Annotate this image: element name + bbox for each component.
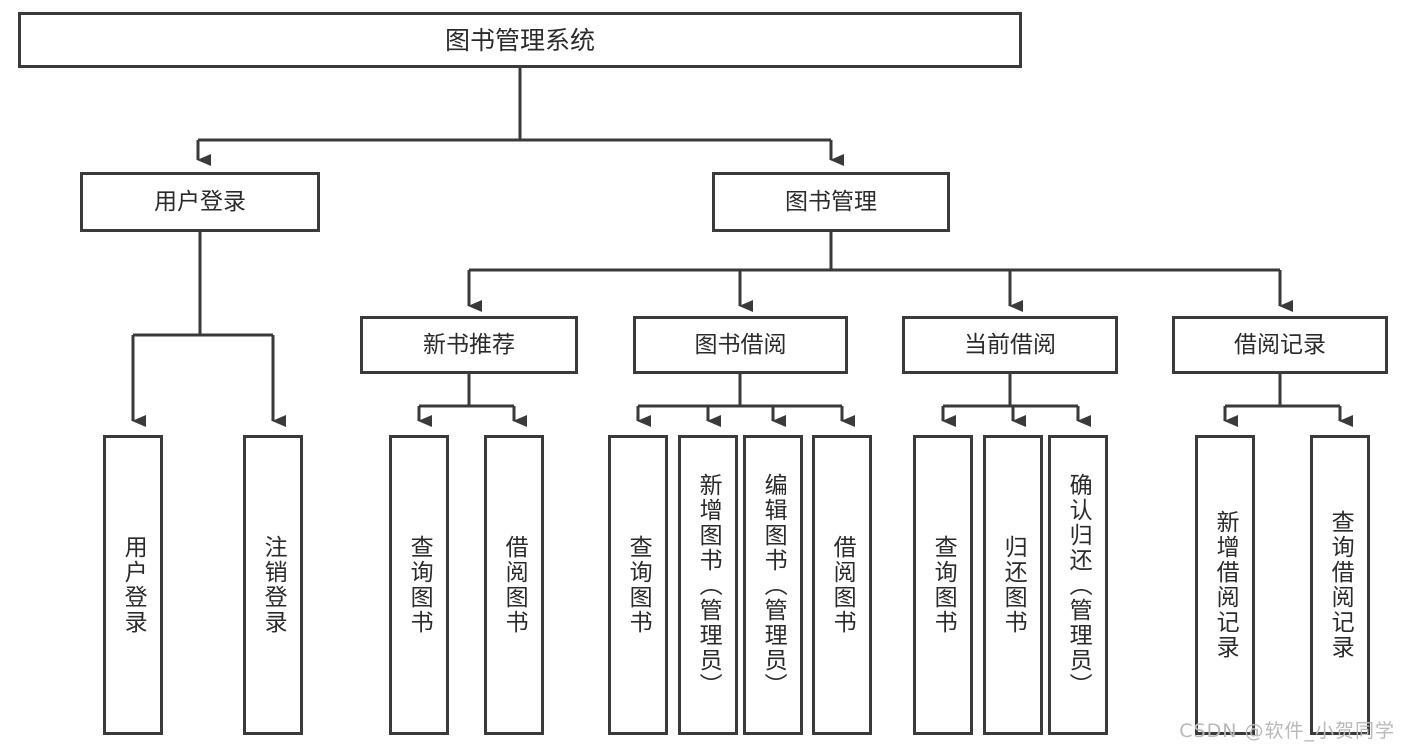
leaf-label: 查询借阅记录 bbox=[1327, 510, 1354, 660]
leaf-query-record[interactable]: 查询借阅记录 bbox=[1310, 435, 1370, 735]
leaf-label: 借阅图书 bbox=[501, 535, 528, 635]
leaf-label: 归还图书 bbox=[1000, 535, 1027, 635]
node-current-borrow[interactable]: 当前借阅 bbox=[902, 316, 1118, 374]
leaf-query-book-3[interactable]: 查询图书 bbox=[913, 435, 973, 735]
leaf-add-book[interactable]: 新增图书（管理员） bbox=[678, 435, 738, 735]
leaf-add-record[interactable]: 新增借阅记录 bbox=[1195, 435, 1255, 735]
leaf-label: 用户登录 bbox=[120, 535, 147, 635]
leaf-confirm-return[interactable]: 确认归还（管理员） bbox=[1048, 435, 1108, 735]
node-book-manage[interactable]: 图书管理 bbox=[712, 172, 950, 232]
node-user-login[interactable]: 用户登录 bbox=[80, 172, 320, 232]
leaf-return-book[interactable]: 归还图书 bbox=[983, 435, 1043, 735]
leaf-label: 编辑图书（管理员） bbox=[760, 472, 787, 698]
csdn-watermark: CSDN @软件_小贺同学 bbox=[1179, 720, 1395, 742]
node-borrow-record[interactable]: 借阅记录 bbox=[1172, 316, 1388, 374]
leaf-label: 新增借阅记录 bbox=[1212, 510, 1239, 660]
leaf-user-login[interactable]: 用户登录 bbox=[103, 435, 163, 735]
leaf-borrow-book-2[interactable]: 借阅图书 bbox=[812, 435, 872, 735]
leaf-edit-book[interactable]: 编辑图书（管理员） bbox=[743, 435, 803, 735]
leaf-label: 新增图书（管理员） bbox=[695, 472, 722, 698]
node-new-book-recommend[interactable]: 新书推荐 bbox=[360, 316, 578, 374]
leaf-label: 查询图书 bbox=[406, 535, 433, 635]
node-book-borrow[interactable]: 图书借阅 bbox=[633, 316, 848, 374]
leaf-label: 确认归还（管理员） bbox=[1065, 472, 1092, 698]
leaf-borrow-book-1[interactable]: 借阅图书 bbox=[484, 435, 544, 735]
leaf-label: 借阅图书 bbox=[829, 535, 856, 635]
leaf-query-book-2[interactable]: 查询图书 bbox=[608, 435, 668, 735]
leaf-label: 查询图书 bbox=[625, 535, 652, 635]
leaf-query-book-1[interactable]: 查询图书 bbox=[389, 435, 449, 735]
leaf-label: 查询图书 bbox=[930, 535, 957, 635]
leaf-logout-login[interactable]: 注销登录 bbox=[243, 435, 303, 735]
node-root-system[interactable]: 图书管理系统 bbox=[18, 12, 1022, 68]
leaf-label: 注销登录 bbox=[260, 535, 287, 635]
